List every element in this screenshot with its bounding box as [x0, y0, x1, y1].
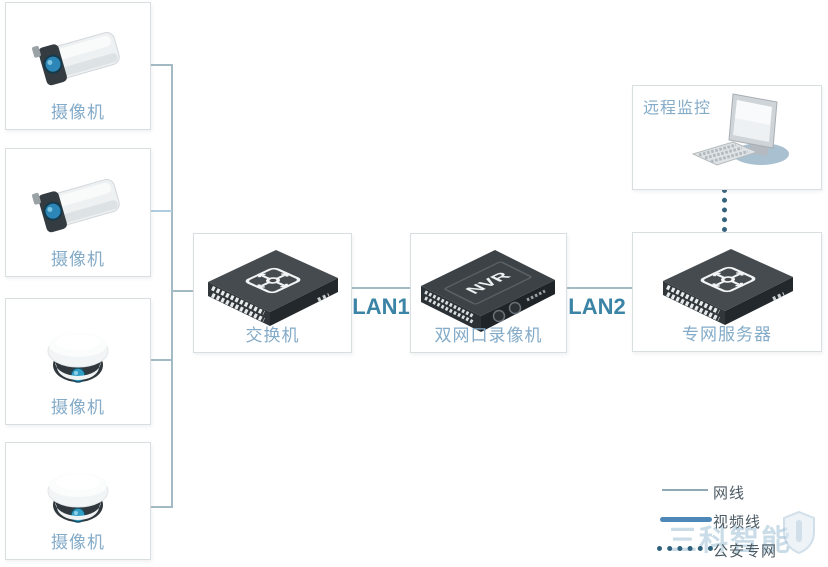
camera1-label: 摄像机 [51, 103, 105, 122]
switch-node: 交换机 [193, 233, 352, 353]
remote-monitor-label: 远程监控 [643, 100, 712, 117]
dome-camera-icon [30, 315, 126, 400]
legend-label-video-cable: 视频线 [713, 514, 762, 531]
legend-thick-blue-line [660, 517, 712, 522]
camera2-link-line [149, 210, 172, 212]
lan1-link-line [350, 287, 410, 289]
nvr-node: NVR 双网口录像机 [410, 233, 567, 353]
legend-thin-line [662, 489, 708, 491]
shield-icon [782, 510, 816, 559]
server-node: 专网服务器 [632, 232, 822, 352]
watermark-text: 三科智能 [668, 525, 793, 557]
remote-monitor-node: 远程监控 [632, 85, 822, 190]
nvr-label: 双网口录像机 [434, 326, 543, 345]
camera3-label: 摄像机 [51, 398, 105, 417]
camera-bus-line [171, 64, 173, 508]
network-switch-icon [202, 238, 344, 335]
security-network-dotted-line [722, 188, 727, 232]
camera1-link-line [149, 64, 172, 66]
switch-label: 交换机 [245, 326, 300, 345]
camera2-label: 摄像机 [51, 250, 105, 269]
legend-label-network-cable: 网线 [713, 485, 746, 502]
bullet-camera-icon [28, 164, 128, 251]
lan2-link-line [565, 287, 632, 289]
camera-node-2: 摄像机 [5, 148, 151, 277]
legend-dotted-line [657, 546, 713, 551]
camera4-label: 摄像机 [51, 533, 105, 552]
server-label: 专网服务器 [682, 325, 772, 344]
dome-camera-icon [30, 455, 126, 540]
bus-to-switch-line [172, 290, 193, 292]
camera-node-3: 摄像机 [5, 298, 151, 425]
camera4-link-line [149, 506, 172, 508]
bullet-camera-icon [28, 17, 128, 104]
camera-node-1: 摄像机 [5, 2, 151, 130]
legend-label-security-network: 公安专网 [713, 543, 778, 560]
camera-node-4: 摄像机 [5, 442, 151, 560]
lan2-label: LAN2 [568, 294, 626, 319]
nvr-recorder-icon: NVR [415, 236, 563, 341]
lan1-label: LAN1 [352, 294, 410, 319]
server-switch-icon [657, 237, 799, 334]
computer-icon [685, 90, 805, 191]
camera3-link-line [149, 359, 172, 361]
